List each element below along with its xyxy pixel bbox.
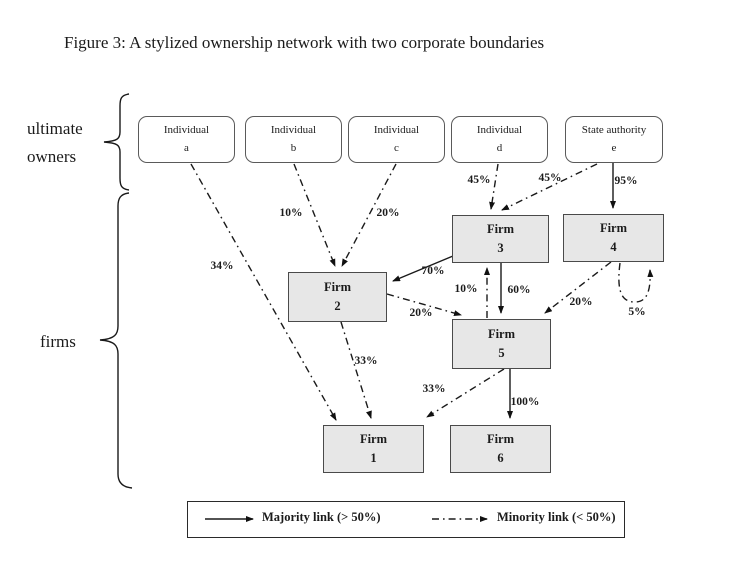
owner-box-individual-b: Individual b bbox=[245, 116, 342, 163]
link-firm2-firm5 bbox=[386, 293, 462, 316]
owner-box-state-authority-e: State authority e bbox=[565, 116, 663, 163]
node-sublabel: 5 bbox=[498, 346, 505, 360]
node-label: Firm bbox=[359, 432, 388, 447]
pct-label-firm3-firm2: 70% bbox=[421, 265, 445, 277]
pct-label-firm4-selfloop: 5% bbox=[628, 306, 646, 318]
node-label: Firm bbox=[323, 280, 352, 295]
pct-label-e-firm3: 45% bbox=[538, 172, 562, 184]
link-firm5-firm1 bbox=[426, 368, 505, 418]
pct-label-a-firm1: 34% bbox=[210, 260, 234, 272]
node-label: Firm bbox=[487, 327, 516, 342]
figure-title: Figure 3: A stylized ownership network w… bbox=[64, 33, 545, 52]
firm-box-6: Firm 6 bbox=[450, 425, 551, 473]
link-firm3-firm2 bbox=[392, 255, 454, 282]
brace-firms bbox=[99, 192, 133, 489]
node-sublabel: 3 bbox=[497, 241, 504, 255]
legend-box bbox=[187, 501, 625, 538]
pct-label-b-firm2: 10% bbox=[279, 207, 303, 219]
node-label: State authority bbox=[581, 124, 647, 137]
pct-label-firm2-firm1: 33% bbox=[354, 355, 378, 367]
pct-label-e-firm4: 95% bbox=[614, 175, 638, 187]
owner-box-individual-c: Individual c bbox=[348, 116, 445, 163]
firm-box-4: Firm 4 bbox=[563, 214, 664, 262]
firm-box-3: Firm 3 bbox=[452, 215, 549, 263]
pct-label-firm4-firm5: 20% bbox=[569, 296, 593, 308]
link-c-firm2 bbox=[341, 163, 397, 267]
legend-minority-label: Minority link (< 50%) bbox=[497, 510, 616, 524]
pct-label-d-firm3: 45% bbox=[467, 174, 491, 186]
group-label-line2: owners bbox=[27, 146, 77, 166]
node-sublabel: 1 bbox=[370, 451, 377, 465]
node-label: Individual bbox=[270, 124, 317, 137]
node-sublabel: 2 bbox=[334, 299, 341, 313]
pct-label-firm5-firm6: 100% bbox=[510, 396, 540, 408]
owner-box-individual-a: Individual a bbox=[138, 116, 235, 163]
firm-box-2: Firm 2 bbox=[288, 272, 387, 322]
node-label: Individual bbox=[373, 124, 420, 137]
node-label: Individual bbox=[476, 124, 523, 137]
pct-label-firm5-firm3: 10% bbox=[454, 283, 478, 295]
link-firm4-selfloop bbox=[618, 262, 654, 303]
node-label: Firm bbox=[486, 432, 515, 447]
link-d-firm3 bbox=[489, 163, 499, 210]
node-label: Firm bbox=[486, 222, 515, 237]
brace-ultimate-owners bbox=[103, 93, 130, 191]
firm-box-1: Firm 1 bbox=[323, 425, 424, 473]
pct-label-c-firm2: 20% bbox=[376, 207, 400, 219]
node-sublabel: 4 bbox=[610, 240, 617, 254]
link-firm2-firm1 bbox=[340, 321, 372, 419]
group-label-line1: ultimate bbox=[27, 119, 83, 138]
node-sublabel: e bbox=[611, 141, 617, 154]
pct-label-firm5-firm1: 33% bbox=[422, 383, 446, 395]
node-sublabel: b bbox=[290, 141, 297, 154]
node-sublabel: 6 bbox=[497, 451, 504, 465]
link-e-firm3 bbox=[501, 163, 598, 211]
group-label-ultimate-owners: ultimate owners bbox=[27, 115, 83, 170]
link-firm4-firm5 bbox=[544, 261, 612, 314]
legend-majority-label: Majority link (> 50%) bbox=[262, 510, 381, 524]
node-label: Firm bbox=[599, 221, 628, 236]
pct-label-firm2-firm5: 20% bbox=[409, 307, 433, 319]
node-sublabel: d bbox=[496, 141, 503, 154]
firm-box-5: Firm 5 bbox=[452, 319, 551, 369]
node-label: Individual bbox=[163, 124, 210, 137]
node-sublabel: a bbox=[184, 141, 189, 154]
node-sublabel: c bbox=[394, 141, 399, 154]
group-label-firms: firms bbox=[40, 332, 76, 351]
owner-box-individual-d: Individual d bbox=[451, 116, 548, 163]
pct-label-firm3-firm5: 60% bbox=[507, 284, 531, 296]
link-b-firm2 bbox=[293, 163, 336, 267]
